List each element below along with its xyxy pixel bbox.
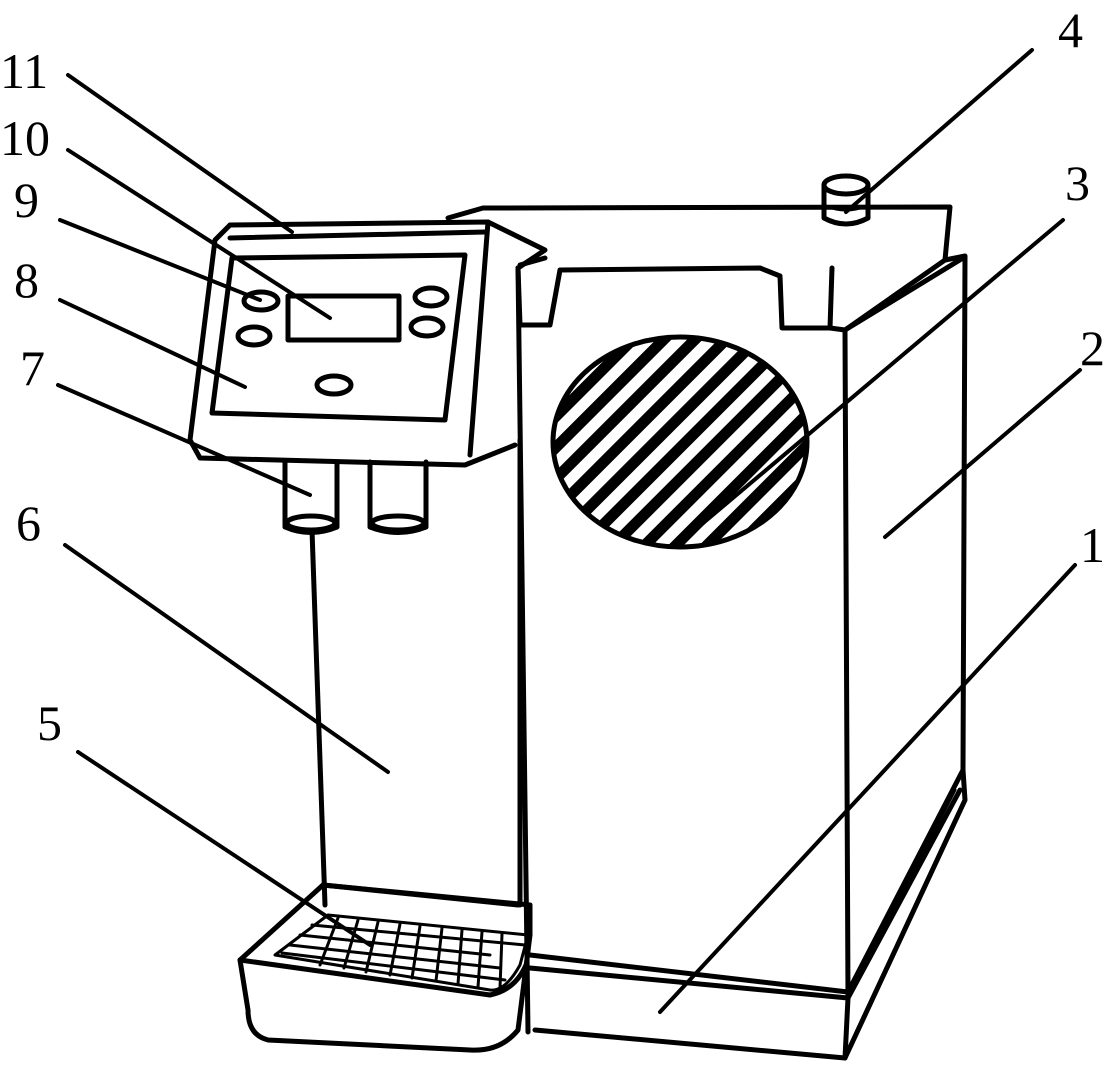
label-1: 1 [1080, 517, 1105, 573]
fan-grille [550, 334, 810, 550]
label-6: 6 [16, 495, 41, 551]
nozzles [282, 459, 429, 535]
label-4: 4 [1058, 2, 1083, 58]
control-head [187, 219, 548, 468]
label-3: 3 [1065, 155, 1090, 211]
label-7: 7 [20, 340, 45, 396]
main-housing [445, 204, 968, 1061]
label-8: 8 [14, 252, 39, 308]
drip-tray [237, 882, 533, 1053]
label-11: 11 [0, 43, 48, 99]
number-labels: 11 10 9 8 7 6 5 4 3 2 1 [0, 2, 1105, 751]
label-5: 5 [37, 695, 62, 751]
label-10: 10 [0, 110, 50, 166]
label-9: 9 [14, 172, 39, 228]
dispenser-body [309, 437, 523, 908]
label-2: 2 [1080, 320, 1105, 376]
leader-lines [56, 48, 1082, 1014]
